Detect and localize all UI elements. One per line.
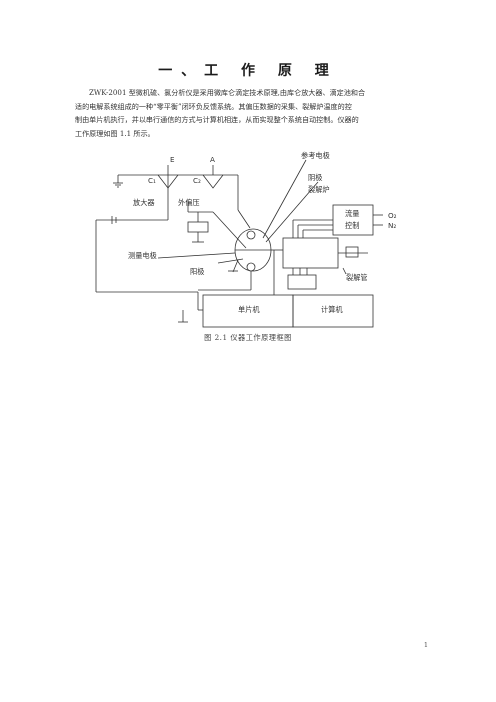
paragraph-line-3: 制由单片机执行，并以串行通信的方式与计算机相连，从而实现整个系统自动控制。仪器的 xyxy=(75,115,359,125)
label-amplifier: 放大器 xyxy=(133,198,155,207)
label-anode: 阳极 xyxy=(190,267,204,276)
label-bias: 外偏压 xyxy=(178,198,200,207)
label-o2: O₂ xyxy=(388,211,397,220)
label-mcu: 单片机 xyxy=(238,305,260,314)
label-cathode: 阴极 xyxy=(308,173,322,182)
label-C1: C₁ xyxy=(148,176,156,185)
paragraph-line-4: 工作原理如图 1.1 所示。 xyxy=(75,129,155,139)
label-flow-2: 控制 xyxy=(345,221,359,230)
label-A: A xyxy=(210,155,215,164)
label-measure-electrode: 测量电极 xyxy=(128,251,157,260)
label-n2: N₂ xyxy=(388,221,396,230)
label-C2: C₂ xyxy=(193,176,201,185)
label-furnace: 裂解炉 xyxy=(308,185,330,194)
label-computer: 计算机 xyxy=(321,305,343,314)
figure-caption: 图 2.1 仪器工作原理框图 xyxy=(204,333,292,342)
paragraph-line-1: ZWK-2001 型微机硫、氯分析仪是采用微库仑滴定技术原理,由库仑放大器、滴定… xyxy=(89,88,366,97)
section-title: 一、工 作 原 理 xyxy=(158,63,338,79)
working-principle-diagram: E A C₁ C₂ 放大器 外偏压 参考电极 阴极 裂解炉 流量 控制 O₂ N… xyxy=(95,151,397,328)
label-crack-tube: 裂解管 xyxy=(346,273,368,282)
label-flow-1: 流量 xyxy=(345,209,359,218)
body-paragraph: ZWK-2001 型微机硫、氯分析仪是采用微库仑滴定技术原理,由库仑放大器、滴定… xyxy=(75,86,425,141)
label-E: E xyxy=(170,155,175,164)
label-ref-electrode: 参考电极 xyxy=(301,151,330,160)
paragraph-line-2: 适的电解系统组成的一种“零平衡”闭环负反馈系统。其偏压数据的采集、裂解炉温度的控 xyxy=(75,101,352,111)
page-number: 1 xyxy=(423,641,428,649)
